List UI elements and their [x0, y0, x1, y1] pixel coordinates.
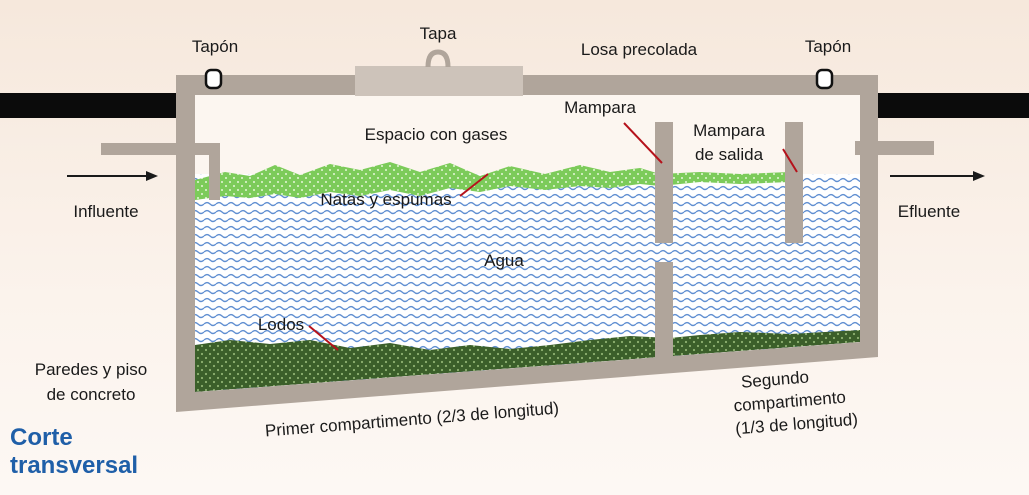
- label-primer-compartimento: Primer compartimento (2/3 de longitud): [264, 398, 559, 440]
- label-paredes-2: de concreto: [47, 385, 136, 404]
- plug-left: [204, 68, 223, 90]
- label-efluente: Efluente: [898, 202, 960, 221]
- label-mampara-salida-1: Mampara: [693, 121, 765, 140]
- scum-layer: [195, 162, 800, 200]
- label-paredes-1: Paredes y piso: [35, 360, 147, 379]
- label-espacio-gases: Espacio con gases: [365, 125, 508, 144]
- inlet-pipe: [101, 143, 220, 200]
- label-influente: Influente: [73, 202, 138, 221]
- label-segundo-1: Segundo: [740, 367, 809, 391]
- influent-arrow-head: [146, 171, 158, 181]
- ground-right: [878, 93, 1029, 118]
- mid-baffle-lower: [655, 262, 673, 362]
- mampara-pointer: [623, 122, 663, 164]
- plug-right: [815, 68, 834, 90]
- label-tapa: Tapa: [420, 24, 457, 43]
- outlet-pipe: [855, 141, 934, 155]
- title-line-1: Corte: [10, 424, 73, 451]
- label-losa: Losa precolada: [581, 40, 698, 59]
- label-natas: Natas y espumas: [320, 190, 451, 209]
- lid-handle: [425, 49, 451, 68]
- label-tapon-right: Tapón: [805, 37, 851, 56]
- label-segundo-3: (1/3 de longitud): [735, 410, 859, 439]
- label-mampara: Mampara: [564, 98, 636, 117]
- effluent-arrow-head: [973, 171, 985, 181]
- label-agua: Agua: [484, 251, 524, 270]
- label-mampara-salida-2: de salida: [695, 145, 764, 164]
- label-tapon-left: Tapón: [192, 37, 238, 56]
- natas-pointer: [459, 173, 489, 197]
- lodos-pointer: [308, 325, 339, 351]
- lid: [355, 66, 523, 96]
- label-lodos: Lodos: [258, 315, 304, 334]
- ground-left: [0, 93, 178, 118]
- sludge-layer: [195, 330, 860, 392]
- diagram-title: Corte transversal: [10, 424, 138, 480]
- title-line-2: transversal: [10, 452, 139, 479]
- mampara-salida-pointer: [782, 148, 798, 173]
- outlet-baffle: [785, 122, 803, 243]
- mid-baffle-upper: [655, 122, 673, 243]
